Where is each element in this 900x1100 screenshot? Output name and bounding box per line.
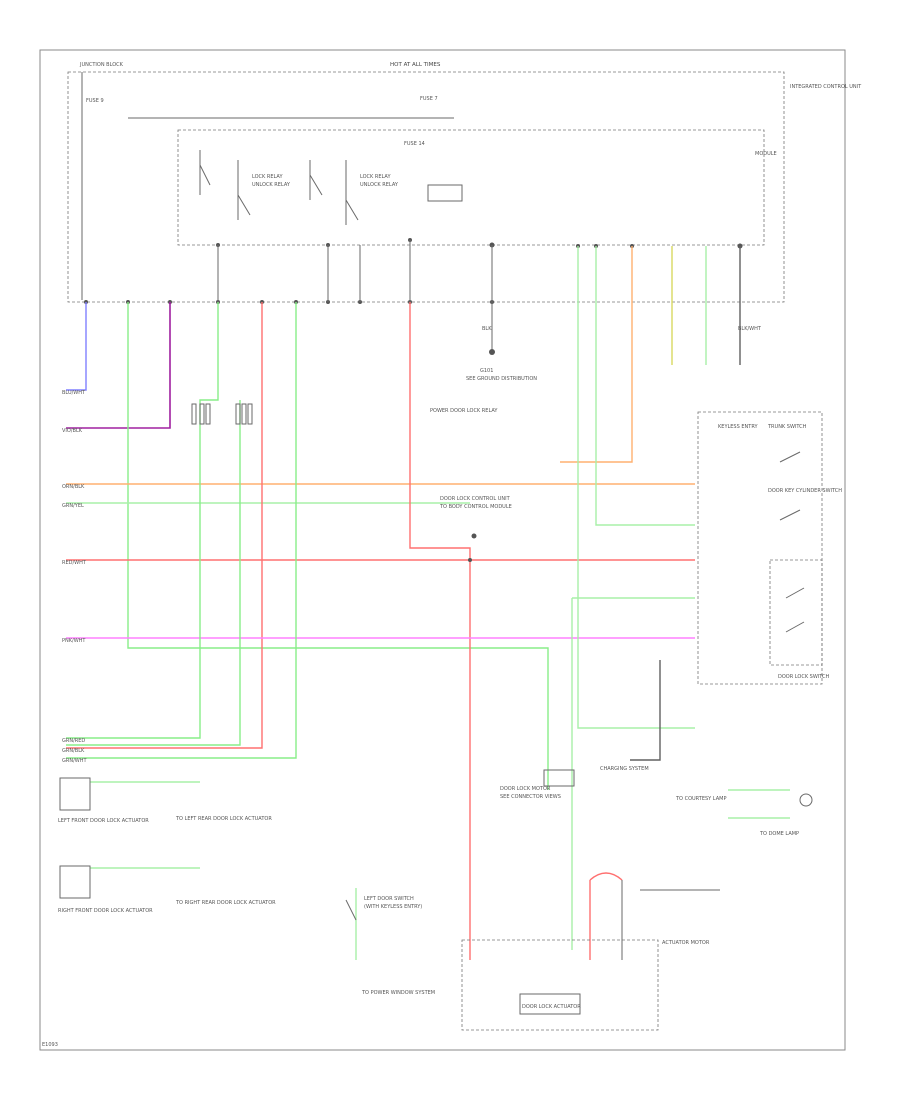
sw2-label: DOOR KEY CYLINDER SWITCH <box>768 488 842 494</box>
center-lower-label: DOOR LOCK MOTOR <box>500 786 551 792</box>
right-switch-box <box>697 411 823 685</box>
bottom-right-label: ACTUATOR MOTOR <box>662 940 710 946</box>
wire-lgreen-bottom <box>728 789 790 819</box>
connector-dots <box>84 238 743 304</box>
tag-purple: VIO/BLK <box>62 428 83 434</box>
wire-green-a <box>127 302 549 790</box>
fuse-b-label: FUSE 7 <box>420 96 438 102</box>
wire-green-d <box>66 400 241 746</box>
left-ref1: TO LEFT REAR DOOR LOCK ACTUATOR <box>175 816 272 822</box>
bottom-ref-label: TO POWER WINDOW SYSTEM <box>361 990 435 996</box>
lock-relay-label: LOCK RELAY <box>252 174 283 180</box>
bottom-actuator-inner <box>519 993 581 1015</box>
wire-gray-lower <box>630 660 661 761</box>
wire-violet <box>66 302 87 391</box>
tag-green1: GRN/YEL <box>62 503 84 509</box>
outer-frame <box>39 49 846 1051</box>
wire-green-g <box>571 597 695 950</box>
left-block-label: JUNCTION BLOCK <box>79 62 124 68</box>
footer-code: E1093 <box>42 1042 58 1048</box>
center-lower-label2: SEE CONNECTOR VIEWS <box>500 794 561 800</box>
tag-red: RED/WHT <box>62 560 87 566</box>
unlock-relay-2-label: UNLOCK RELAY <box>360 182 399 188</box>
module-label: MODULE <box>755 151 777 157</box>
right-lower-label2: TO COURTESY LAMP <box>675 796 726 802</box>
left-ref2: TO RIGHT REAR DOOR LOCK ACTUATOR <box>175 900 276 906</box>
right-switches <box>779 451 805 633</box>
dome-lamp-icon <box>799 793 813 807</box>
sw3-label: DOOR LOCK SWITCH <box>778 674 830 680</box>
wire-green-e <box>577 246 695 729</box>
right-top-label: INTEGRATED CONTROL UNIT <box>790 84 862 90</box>
center-lower-box <box>543 769 575 787</box>
note-center2: TO BODY CONTROL MODULE <box>439 504 512 510</box>
tag-green3: GRN/BLK <box>62 748 85 754</box>
actuator-loop <box>589 872 623 881</box>
unlock-relay-label: UNLOCK RELAY <box>252 182 291 188</box>
right-lower-label3: TO DOME LAMP <box>759 831 799 837</box>
wire-purple <box>66 302 171 429</box>
wire-green-f <box>595 246 695 526</box>
tag-blk-wht: BLK/WHT <box>738 326 762 332</box>
ground-label: G101 <box>480 368 493 374</box>
bottom-center-label: DOOR LOCK ACTUATOR <box>522 1004 581 1010</box>
tag-green4: GRN/WHT <box>62 758 87 764</box>
note-center: DOOR LOCK CONTROL UNIT <box>440 496 511 502</box>
top-module-box <box>67 71 785 303</box>
center-title: POWER DOOR LOCK RELAY <box>430 408 498 414</box>
rf-actuator-label: RIGHT FRONT DOOR LOCK ACTUATOR <box>58 908 153 914</box>
right-switch-label: KEYLESS ENTRY <box>718 424 758 430</box>
tag-violet: BLU/WHT <box>62 390 86 396</box>
ground-dist-label: SEE GROUND DISTRIBUTION <box>466 376 537 382</box>
fuse-a-label: FUSE 9 <box>86 98 104 104</box>
right-lower-label: CHARGING SYSTEM <box>600 766 649 772</box>
tag-green2: GRN/RED <box>62 738 85 744</box>
door-switch-sub-label: (WITH KEYLESS ENTRY) <box>364 904 422 910</box>
rf-actuator <box>59 865 91 899</box>
wire-green-lower <box>90 781 200 869</box>
fuse-c-label: FUSE 14 <box>404 141 425 147</box>
tag-orange: ORN/BLK <box>62 484 85 490</box>
right-sub-box <box>769 559 823 666</box>
wire-red-v <box>409 302 471 960</box>
sw1-label: TRUNK SWITCH <box>767 424 807 430</box>
top-fuse-label: HOT AT ALL TIMES <box>390 62 441 68</box>
tag-black: BLK <box>482 326 492 332</box>
connector-stack-left <box>191 403 253 425</box>
left-door-switch-label: LEFT DOOR SWITCH <box>364 896 414 902</box>
lf-actuator-label: LEFT FRONT DOOR LOCK ACTUATOR <box>58 818 149 824</box>
wire-green-b <box>66 302 219 739</box>
lf-actuator <box>59 777 91 811</box>
tag-pink: PNK/WHT <box>62 638 86 644</box>
relay-box <box>177 129 765 246</box>
wire-green-c <box>66 302 297 759</box>
bottom-actuator-box <box>461 939 659 1031</box>
wire-orange-v <box>560 246 633 463</box>
relay-switch-group <box>199 150 463 225</box>
lock-relay-2-label: LOCK RELAY <box>360 174 391 180</box>
wire-red-v2 <box>66 302 263 749</box>
